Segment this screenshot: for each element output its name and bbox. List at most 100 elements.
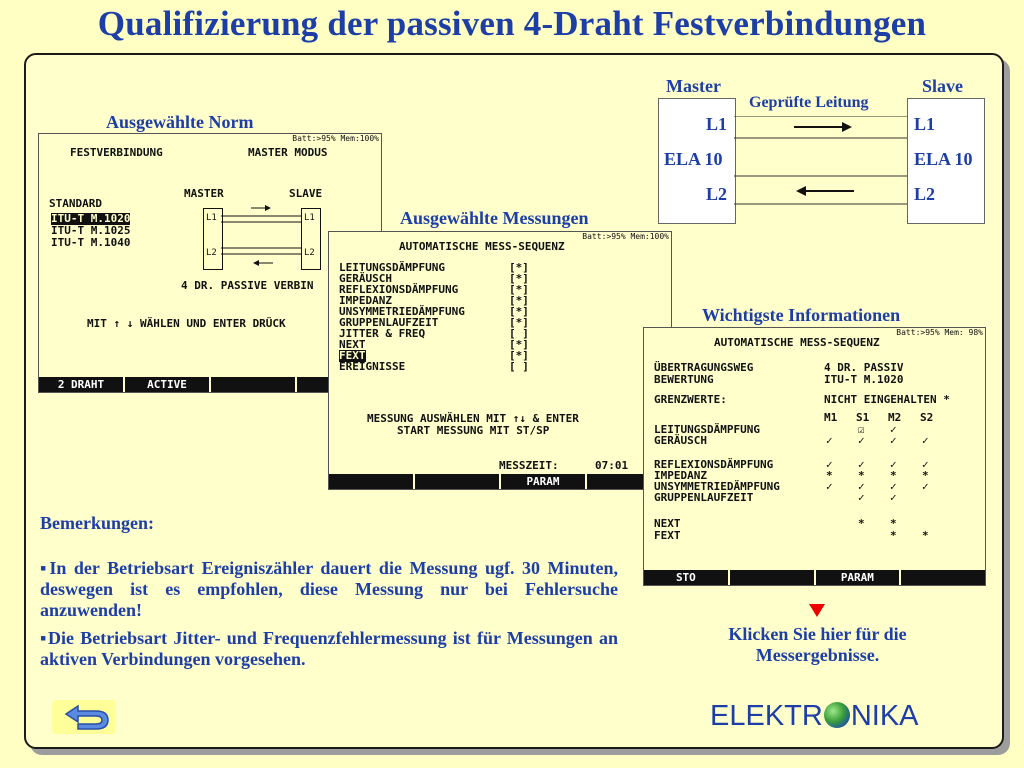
result-row-name: UNSYMMETRIEDÄMPFUNG xyxy=(654,480,780,493)
result-cell: * xyxy=(890,469,897,482)
screen-norm[interactable]: Batt:>95% Mem:100% FESTVERBINDUNG MASTER… xyxy=(38,133,382,393)
measurement-item[interactable]: IMPEDANZ[*] xyxy=(339,294,529,307)
master-row-l2: L2 xyxy=(706,184,728,204)
fkey-empty[interactable] xyxy=(211,377,297,392)
label-norm: Ausgewählte Norm xyxy=(106,112,254,132)
col-s1: S1 xyxy=(856,411,870,424)
battery-status: Batt:>95% Mem:100% xyxy=(582,232,669,241)
screen1-col-slave: SLAVE xyxy=(289,187,323,200)
screen2-header: AUTOMATISCHE MESS-SEQUENZ xyxy=(399,240,565,253)
result-cell: ✓ xyxy=(858,480,865,493)
remarks-heading: Bemerkungen: xyxy=(40,513,154,533)
master-row-ela: ELA 10 xyxy=(664,149,723,169)
screen-informationen[interactable]: Batt:>95% Mem: 98% AUTOMATISCHE MESS-SEQ… xyxy=(643,327,986,586)
fkey-sto[interactable]: STO xyxy=(644,570,730,585)
screen2-instruction-1: MESSUNG AUSWÄHLEN MIT ↑↓ & ENTER xyxy=(367,412,579,425)
fkey-param[interactable]: PARAM xyxy=(816,570,902,585)
col-m1: M1 xyxy=(824,411,838,424)
result-cell: * xyxy=(858,469,865,482)
measurement-item[interactable]: UNSYMMETRIEDÄMPFUNG[*] xyxy=(339,305,529,318)
screen1-header-left: FESTVERBINDUNG xyxy=(70,146,163,159)
result-cell: ✓ xyxy=(890,480,897,493)
col-m2: M2 xyxy=(888,411,902,424)
link-lines xyxy=(734,116,907,205)
result-cell: ✓ xyxy=(890,434,897,447)
messzeit-label: MESSZEIT: xyxy=(499,459,559,472)
measurement-item[interactable]: NEXT[*] xyxy=(339,338,529,351)
screen-messungen[interactable]: Batt:>95% Mem:100% AUTOMATISCHE MESS-SEQ… xyxy=(328,231,672,490)
norm-option-selected[interactable]: ITU-T M.1020 xyxy=(51,212,131,225)
result-row-name: GRUPPENLAUFZEIT xyxy=(654,491,754,504)
measurement-item[interactable]: GRUPPENLAUFZEIT[*] xyxy=(339,316,529,329)
master-box xyxy=(658,98,736,224)
remark-2: ▪Die Betriebsart Jitter- und Frequenzfeh… xyxy=(40,628,618,669)
fkey-empty[interactable] xyxy=(329,474,415,489)
screen1-col-master: MASTER xyxy=(184,187,224,200)
results-link-line-2: Messergebnisse. xyxy=(755,645,880,665)
master-port-box xyxy=(203,208,223,270)
measurement-item[interactable]: GERÄUSCH[*] xyxy=(339,272,529,285)
result-cell: ✓ xyxy=(858,491,865,504)
info-key: ÜBERTRAGUNGSWEG xyxy=(654,361,754,374)
link-label: Geprüfte Leitung xyxy=(749,94,869,111)
remark-1: ▪In der Betriebsart Ereigniszähler dauer… xyxy=(40,558,618,620)
info-key: BEWERTUNG xyxy=(654,373,714,386)
result-cell: * xyxy=(826,469,833,482)
measurement-item[interactable]: LEITUNGSDÄMPFUNG[*] xyxy=(339,261,529,274)
result-row-name: GERÄUSCH xyxy=(654,434,707,447)
back-button[interactable] xyxy=(52,700,116,734)
result-row-name: NEXT xyxy=(654,517,681,530)
screen2-function-bar: PARAM xyxy=(329,474,671,489)
slave-row-l1: L1 xyxy=(914,114,936,134)
port-l2-master: L2 xyxy=(206,248,217,258)
slave-row-ela: ELA 10 xyxy=(914,149,973,169)
result-cell: ✓ xyxy=(922,480,929,493)
slave-box xyxy=(907,98,985,224)
battery-status: Batt:>95% Mem:100% xyxy=(292,134,379,143)
measurement-item-selected[interactable]: FEXT[*] xyxy=(339,349,529,362)
battery-status: Batt:>95% Mem: 98% xyxy=(896,328,983,337)
result-cell: ✓ xyxy=(922,458,929,471)
screen1-lines xyxy=(221,205,301,266)
slave-label: Slave xyxy=(922,76,964,96)
slave-port-box xyxy=(301,208,321,270)
info-value: NICHT EINGEHALTEN * xyxy=(824,393,950,406)
results-link[interactable]: Klicken Sie hier für die Messergebnisse. xyxy=(690,624,945,666)
results-down-arrow-icon[interactable] xyxy=(809,604,825,617)
result-cell: ✓ xyxy=(826,480,833,493)
info-key: GRENZWERTE: xyxy=(654,393,727,406)
fkey-param[interactable]: PARAM xyxy=(501,474,587,489)
norm-option[interactable]: ITU-T M.1025 xyxy=(51,224,131,237)
norm-option[interactable]: ITU-T M.1040 xyxy=(51,236,131,249)
info-value: 4 DR. PASSIV xyxy=(824,361,904,374)
result-cell: ✓ xyxy=(890,491,897,504)
label-messungen: Ausgewählte Messungen xyxy=(400,208,589,228)
logo-left: ELEKTR xyxy=(710,700,823,732)
label-informationen: Wichtigste Informationen xyxy=(702,305,901,325)
logo-right: NIKA xyxy=(850,700,919,732)
result-cell: * xyxy=(922,529,929,542)
fkey-empty[interactable] xyxy=(415,474,501,489)
result-cell: * xyxy=(858,517,865,530)
fkey-empty[interactable] xyxy=(901,570,985,585)
measurement-item[interactable]: EREIGNISSE[ ] xyxy=(339,360,529,373)
result-cell: ✓ xyxy=(890,458,897,471)
port-l1-slave: L1 xyxy=(304,213,315,223)
elektronika-logo: ELEKTR NIKA xyxy=(710,700,919,733)
globe-icon xyxy=(823,702,850,728)
result-cell: * xyxy=(922,469,929,482)
measurement-item[interactable]: REFLEXIONSDÄMPFUNG[*] xyxy=(339,283,529,296)
screen1-header-right: MASTER MODUS xyxy=(248,146,328,159)
fkey-active[interactable]: ACTIVE xyxy=(125,377,211,392)
fkey-empty[interactable] xyxy=(730,570,816,585)
screen1-hint: MIT ↑ ↓ WÄHLEN UND ENTER DRÜCK xyxy=(87,317,286,330)
screen3-function-bar: STO PARAM xyxy=(644,570,985,585)
port-l2-slave: L2 xyxy=(304,248,315,258)
measurement-item[interactable]: JITTER & FREQ[ ] xyxy=(339,327,529,340)
results-link-line-1: Klicken Sie hier für die xyxy=(728,624,907,644)
master-row-l1: L1 xyxy=(706,114,728,134)
fkey-2-draht[interactable]: 2 DRAHT xyxy=(39,377,125,392)
screen1-desc: 4 DR. PASSIVE VERBIN xyxy=(181,279,314,292)
page-title: Qualifizierung der passiven 4-Draht Fest… xyxy=(97,4,927,43)
master-label: Master xyxy=(666,76,721,96)
